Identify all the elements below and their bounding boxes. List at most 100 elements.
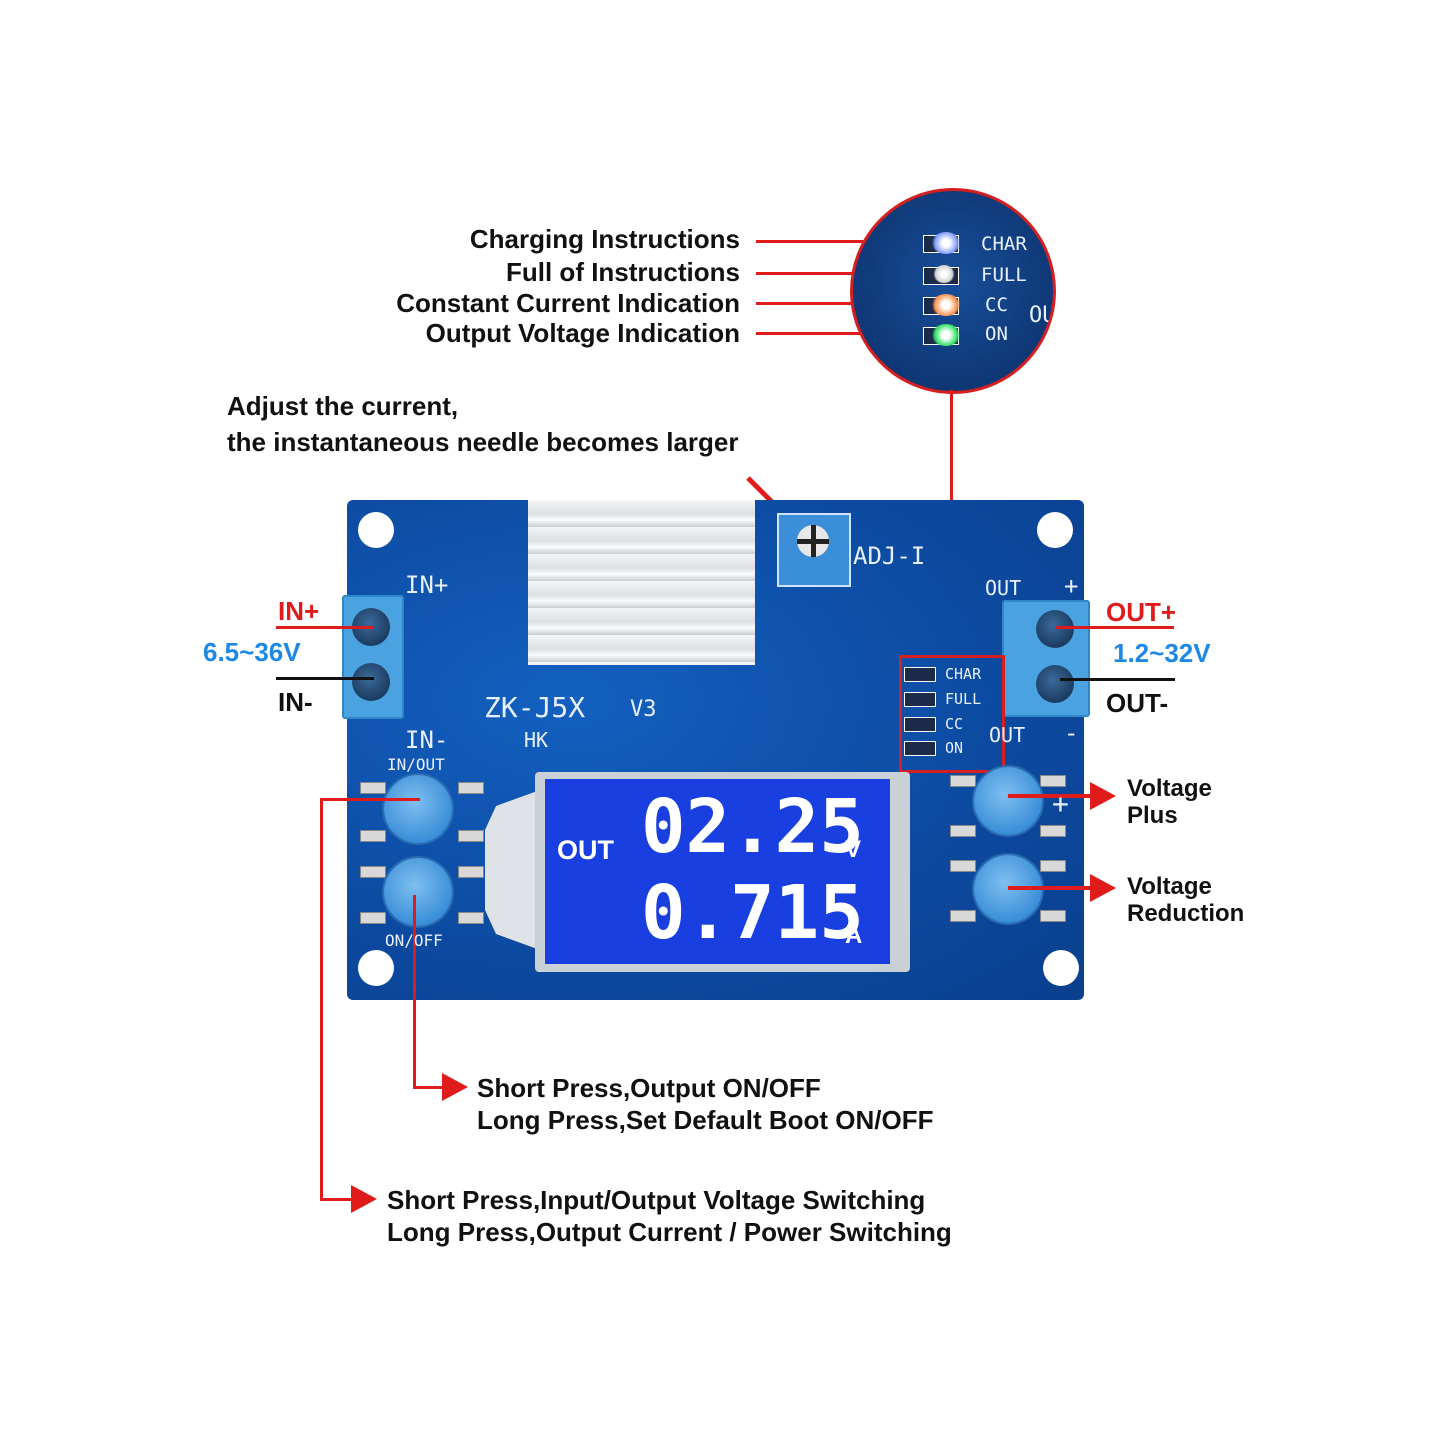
board-led-full xyxy=(904,692,936,707)
btn-pin xyxy=(360,912,386,924)
in-out-pointer-horizontal xyxy=(320,1198,352,1201)
led-glow-cc xyxy=(931,294,961,316)
indicator-label-on: Output Voltage Indication xyxy=(425,318,740,348)
btn-pin xyxy=(950,910,976,922)
btn-pin xyxy=(360,866,386,878)
output-minus-pointer xyxy=(1060,678,1175,681)
output-voltage-range: 1.2~32V xyxy=(1113,638,1211,668)
silk-in-plus: IN+ xyxy=(405,571,449,599)
btn-pin xyxy=(360,830,386,842)
in-out-description-line2: Long Press,Output Current / Power Switch… xyxy=(387,1217,952,1247)
on-off-arrow-icon xyxy=(442,1073,468,1101)
board-led-label-on: ON xyxy=(945,739,964,757)
plus-pointer-line xyxy=(1008,794,1090,798)
in-out-pointer-vertical xyxy=(320,798,323,1200)
input-voltage-range: 6.5~36V xyxy=(203,637,301,667)
btn-pin xyxy=(458,912,484,924)
silk-model: ZK-J5X xyxy=(484,691,586,724)
lcd-voltage: 02.25 xyxy=(641,784,864,870)
lcd-voltage-unit: V xyxy=(845,836,862,863)
pointer-line-full xyxy=(756,272,926,275)
on-off-description-line2: Long Press,Set Default Boot ON/OFF xyxy=(477,1105,934,1135)
btn-pin xyxy=(458,782,484,794)
pointer-line-char xyxy=(756,240,926,243)
btn-pin xyxy=(360,782,386,794)
in-out-arrow-icon xyxy=(351,1185,377,1213)
potentiometer-cross-bar xyxy=(797,539,829,544)
on-off-button[interactable] xyxy=(384,858,452,926)
board-led-highlight-box xyxy=(899,655,1005,773)
board-led-label-full: FULL xyxy=(945,690,982,708)
led-glow-char xyxy=(931,232,961,254)
voltage-plus-label-line1: Voltage xyxy=(1127,775,1212,802)
silk-out-top: OUT xyxy=(985,576,1022,600)
on-off-pointer-vertical xyxy=(413,895,416,1088)
silk-btn-in-out: IN/OUT xyxy=(387,755,445,774)
board-led-on xyxy=(904,741,936,756)
on-off-description-line1: Short Press,Output ON/OFF xyxy=(477,1073,821,1103)
silk-out-top-sign: + xyxy=(1064,572,1079,600)
led-glow-full xyxy=(933,265,955,283)
mount-hole-br xyxy=(1043,950,1079,986)
voltage-minus-label-line1: Voltage xyxy=(1127,873,1212,900)
silk-in-minus: IN- xyxy=(405,726,449,754)
in-out-button[interactable] xyxy=(384,775,452,843)
mount-hole-bl xyxy=(358,950,394,986)
pointer-line-on xyxy=(756,332,926,335)
zoom-led-label-on: ON xyxy=(985,323,1008,345)
btn-pin xyxy=(1040,860,1066,872)
silk-out-bottom: OUT xyxy=(989,723,1026,747)
btn-pin xyxy=(950,775,976,787)
btn-pin xyxy=(458,866,484,878)
in-out-pointer-to-left xyxy=(320,798,420,801)
led-glow-on xyxy=(931,324,961,346)
heatsink xyxy=(528,500,755,665)
btn-pin xyxy=(1040,825,1066,837)
input-minus-pointer xyxy=(276,677,374,680)
lcd-screen: OUT 02.25 V 0.715 A xyxy=(545,779,890,964)
output-minus-label: OUT- xyxy=(1106,688,1169,718)
indicator-label-full: Full of Instructions xyxy=(506,257,740,287)
input-minus-screw[interactable] xyxy=(352,663,390,701)
lcd-mode: OUT xyxy=(557,835,614,865)
silk-adj-i: ADJ-I xyxy=(853,542,926,570)
board-led-label-cc: CC xyxy=(945,715,964,733)
led-zoom-callout: CHAR FULL CC ON OU xyxy=(850,188,1056,394)
silk-btn-plus-sign: + xyxy=(1052,787,1069,820)
input-minus-label: IN- xyxy=(278,687,313,717)
zoom-led-label-full: FULL xyxy=(981,264,1027,286)
voltage-plus-label-line2: Plus xyxy=(1127,802,1178,829)
board-led-cc xyxy=(904,717,936,732)
board-led-char xyxy=(904,667,936,682)
indicator-label-cc: Constant Current Indication xyxy=(396,288,740,318)
output-plus-screw[interactable] xyxy=(1036,610,1074,648)
silk-btn-on-off: ON/OFF xyxy=(385,931,443,950)
zoom-led-label-cc: CC xyxy=(985,294,1008,316)
silk-out-bottom-sign: - xyxy=(1064,719,1079,747)
lcd-current-unit: A xyxy=(845,922,863,949)
minus-pointer-line xyxy=(1008,886,1090,890)
output-minus-screw[interactable] xyxy=(1036,665,1074,703)
input-plus-label: IN+ xyxy=(278,596,320,626)
mount-hole-tl xyxy=(358,512,394,548)
zoom-led-label-char: CHAR xyxy=(981,233,1027,255)
minus-arrow-icon xyxy=(1090,874,1116,902)
btn-pin xyxy=(950,825,976,837)
lcd-current: 0.715 xyxy=(641,870,864,956)
voltage-plus-button[interactable] xyxy=(974,767,1042,835)
potentiometer-adj-i[interactable] xyxy=(777,513,851,587)
btn-pin xyxy=(1040,775,1066,787)
output-plus-pointer xyxy=(1056,626,1174,629)
input-plus-pointer xyxy=(276,626,374,629)
btn-pin xyxy=(1040,910,1066,922)
silk-maker: HK xyxy=(524,728,549,752)
silk-version: V3 xyxy=(630,697,657,722)
pointer-line-cc xyxy=(756,302,926,305)
lcd-bracket xyxy=(485,790,540,950)
adjust-note-line1: Adjust the current, xyxy=(227,391,459,421)
mount-hole-tr xyxy=(1037,512,1073,548)
voltage-minus-label-line2: Reduction xyxy=(1127,900,1245,927)
plus-arrow-icon xyxy=(1090,782,1116,810)
indicator-label-char: Charging Instructions xyxy=(469,224,740,254)
adjust-note-line2: the instantaneous needle becomes larger xyxy=(227,427,739,457)
